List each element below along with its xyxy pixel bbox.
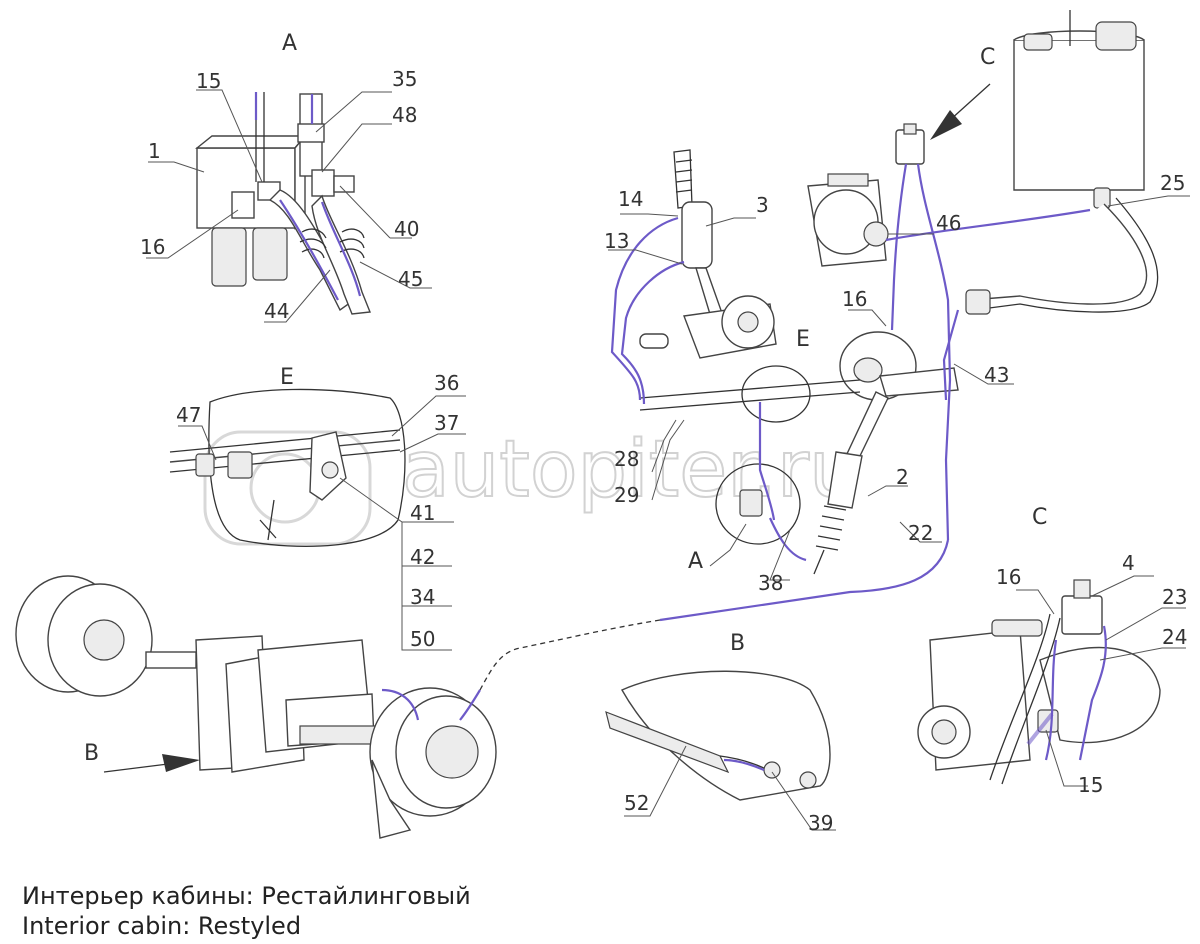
- view-letter-b: B: [84, 741, 99, 766]
- watermark-text: autopiter.ru: [402, 425, 859, 515]
- callout-label: 15: [196, 69, 221, 93]
- drive-axle-assembly: [15, 575, 497, 839]
- view-e-detail: [169, 388, 406, 548]
- callout-label: 1: [148, 139, 161, 163]
- callout-label: 14: [618, 187, 643, 211]
- callout-label: 44: [264, 299, 289, 323]
- pump-upper: [807, 123, 925, 267]
- callout-label: 52: [624, 791, 649, 815]
- callout-label: 37: [434, 411, 459, 435]
- callout-label: 23: [1162, 585, 1187, 609]
- caption-english: Interior cabin: Restyled: [22, 912, 302, 940]
- callout-label: 35: [392, 67, 417, 91]
- callout-label: 22: [908, 521, 933, 545]
- callout-label: 25: [1160, 171, 1185, 195]
- view-letter-c-detail: C: [1032, 505, 1047, 530]
- leader-lines: [146, 89, 1190, 831]
- callout-numbers: 15 35 48 1 40 16 45 44 14 3 13 46 25 16 …: [140, 67, 1187, 835]
- callout-label: 16: [842, 287, 867, 311]
- view-letter-e: E: [280, 365, 294, 390]
- view-letter-e-detail: E: [796, 327, 810, 352]
- callout-label: 46: [936, 211, 961, 235]
- callout-label: 13: [604, 229, 629, 253]
- callout-label: 40: [394, 217, 419, 241]
- view-letter-a: A: [282, 31, 297, 56]
- watermark: autopiter.ru: [203, 424, 860, 546]
- callout-label: 39: [808, 811, 833, 835]
- suction-hose: [969, 203, 1148, 305]
- view-b-guard: [605, 670, 831, 801]
- view-letter-b-detail: B: [730, 631, 745, 656]
- view-arrows: [103, 83, 991, 773]
- callout-label: 3: [756, 193, 769, 217]
- callout-label: 48: [392, 103, 417, 127]
- callout-label: 38: [758, 571, 783, 595]
- callout-label: 43: [984, 363, 1009, 387]
- callout-label: 16: [996, 565, 1021, 589]
- callout-label: 41: [410, 501, 435, 525]
- callout-label: 47: [176, 403, 201, 427]
- callout-label: 28: [614, 447, 639, 471]
- callout-label: 16: [140, 235, 165, 259]
- view-letter-c: C: [980, 45, 995, 70]
- callout-label: 36: [434, 371, 459, 395]
- callout-label: 29: [614, 483, 639, 507]
- caption-russian: Интерьер кабины: Рестайлинговый: [22, 882, 471, 910]
- callout-label: 24: [1162, 625, 1187, 649]
- callout-label: 50: [410, 627, 435, 651]
- steering-column-assembly: [639, 149, 777, 359]
- callout-label: 4: [1122, 551, 1135, 575]
- callout-label: 15: [1078, 773, 1103, 797]
- callout-label: 42: [410, 545, 435, 569]
- callout-label: 34: [410, 585, 435, 609]
- pump-view-c: [917, 579, 1161, 785]
- hydraulic-lines: [254, 92, 1107, 772]
- callout-label: 45: [398, 267, 423, 291]
- hydraulic-tank: [1013, 10, 1145, 209]
- view-a-valve-block: [195, 92, 371, 315]
- steering-wheel-column: [639, 331, 959, 575]
- callout-label: 2: [896, 465, 909, 489]
- view-letter-a-detail: A: [688, 549, 703, 574]
- detail-a-circle: [715, 463, 801, 545]
